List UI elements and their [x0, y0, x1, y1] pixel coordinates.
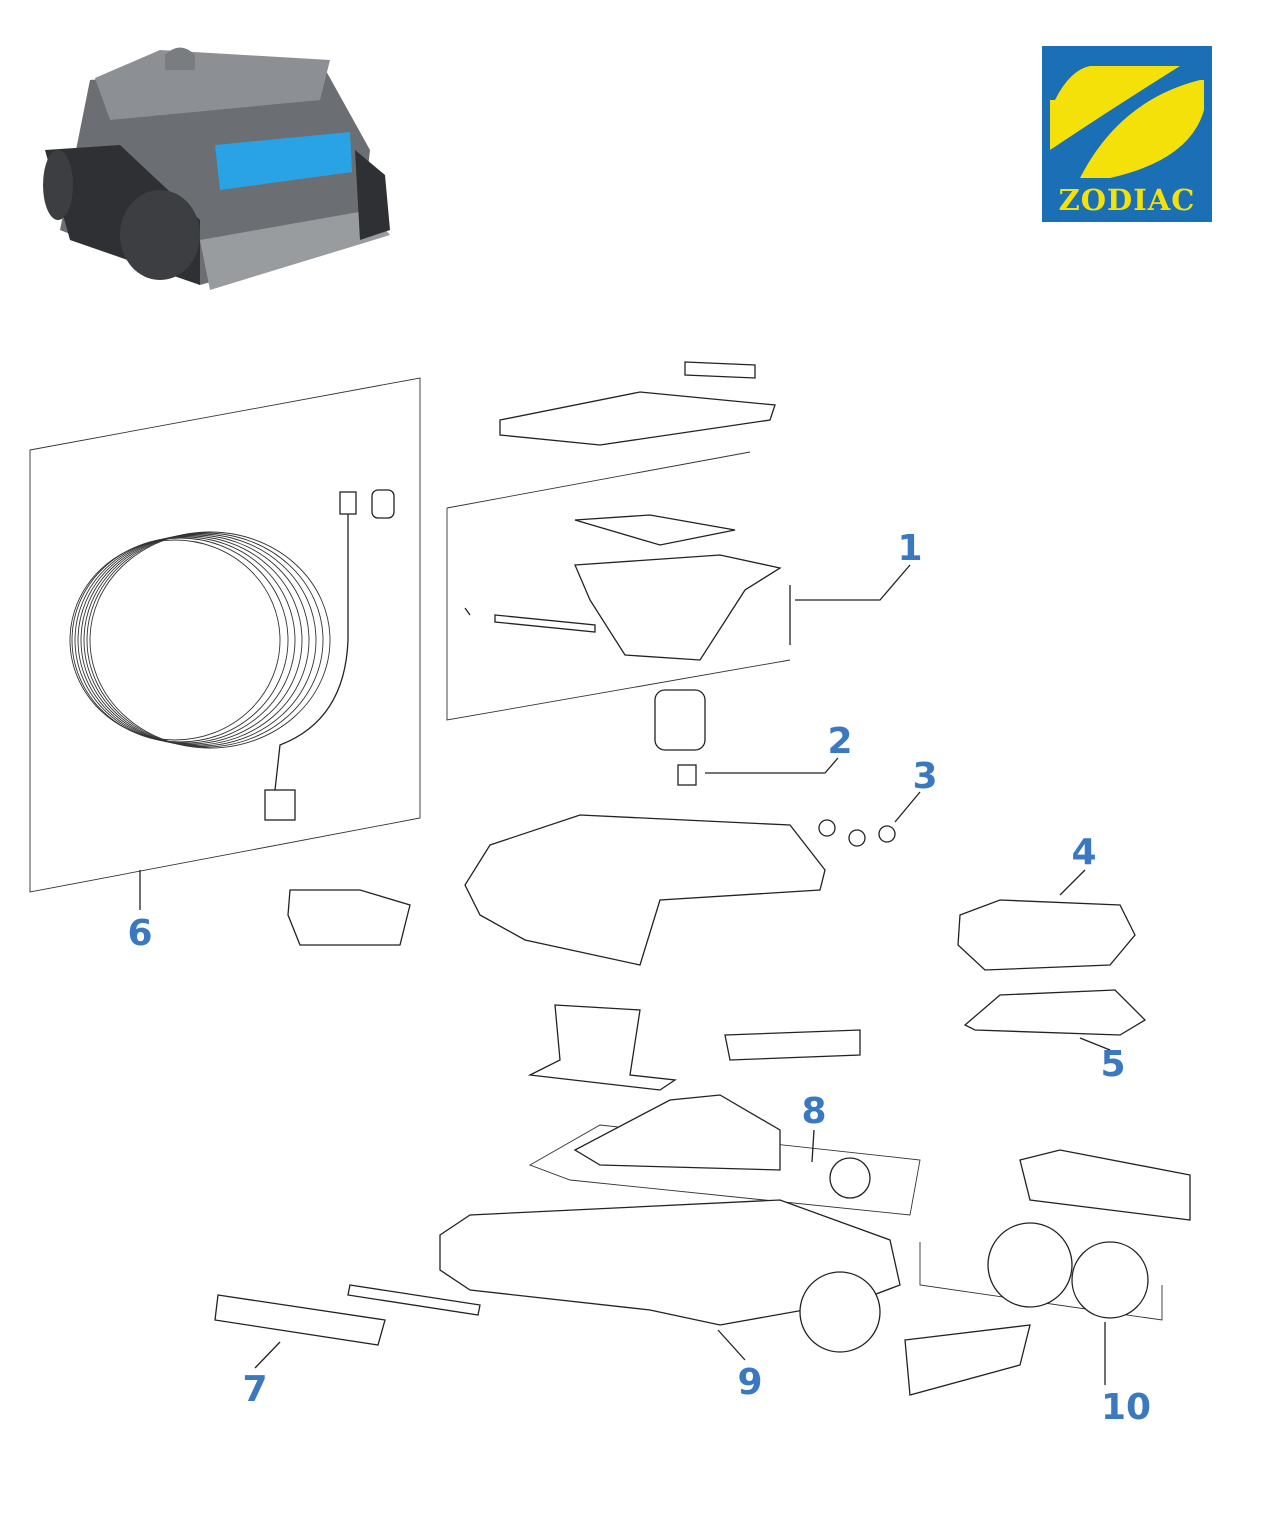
callout-3: 3 — [912, 756, 937, 797]
part-4-handle — [957, 899, 1136, 971]
callout-7: 7 — [242, 1369, 267, 1410]
part-7-brush — [214, 1294, 386, 1346]
callout-10: 10 — [1101, 1387, 1151, 1428]
part-5-base-cover — [963, 989, 1147, 1036]
zodiac-logo: ZODIAC — [1042, 46, 1212, 222]
callout-8: 8 — [801, 1091, 826, 1132]
part-3-caps — [818, 819, 896, 847]
part-10-wheel — [1071, 1241, 1149, 1319]
wheel — [799, 1271, 881, 1353]
main-body — [464, 814, 826, 966]
callout-6: 6 — [127, 913, 152, 954]
callout-5: 5 — [1100, 1044, 1125, 1085]
hose-kit-panel — [29, 377, 421, 893]
callout-2: 2 — [827, 721, 852, 762]
front-grille — [287, 889, 411, 946]
logo-text: ZODIAC — [1059, 183, 1196, 217]
bracket — [527, 1004, 677, 1091]
impeller — [654, 689, 706, 751]
side-cover — [1019, 1149, 1191, 1221]
drive-wheel — [987, 1222, 1073, 1308]
callout-9: 9 — [737, 1362, 762, 1403]
top-lid — [499, 391, 776, 446]
callout-1: 1 — [897, 528, 922, 569]
filter-panel — [446, 451, 791, 721]
part-2-fitting — [677, 764, 697, 786]
lid-latch — [684, 361, 756, 379]
track-guard — [904, 1324, 1031, 1396]
callout-4: 4 — [1071, 832, 1096, 873]
part-8-gear — [829, 1157, 871, 1199]
robot-product-image — [43, 47, 390, 290]
brush-axle — [347, 1284, 481, 1316]
leader-lines — [139, 564, 1111, 1385]
support-plate — [724, 1029, 861, 1061]
motor-block — [573, 1094, 781, 1171]
